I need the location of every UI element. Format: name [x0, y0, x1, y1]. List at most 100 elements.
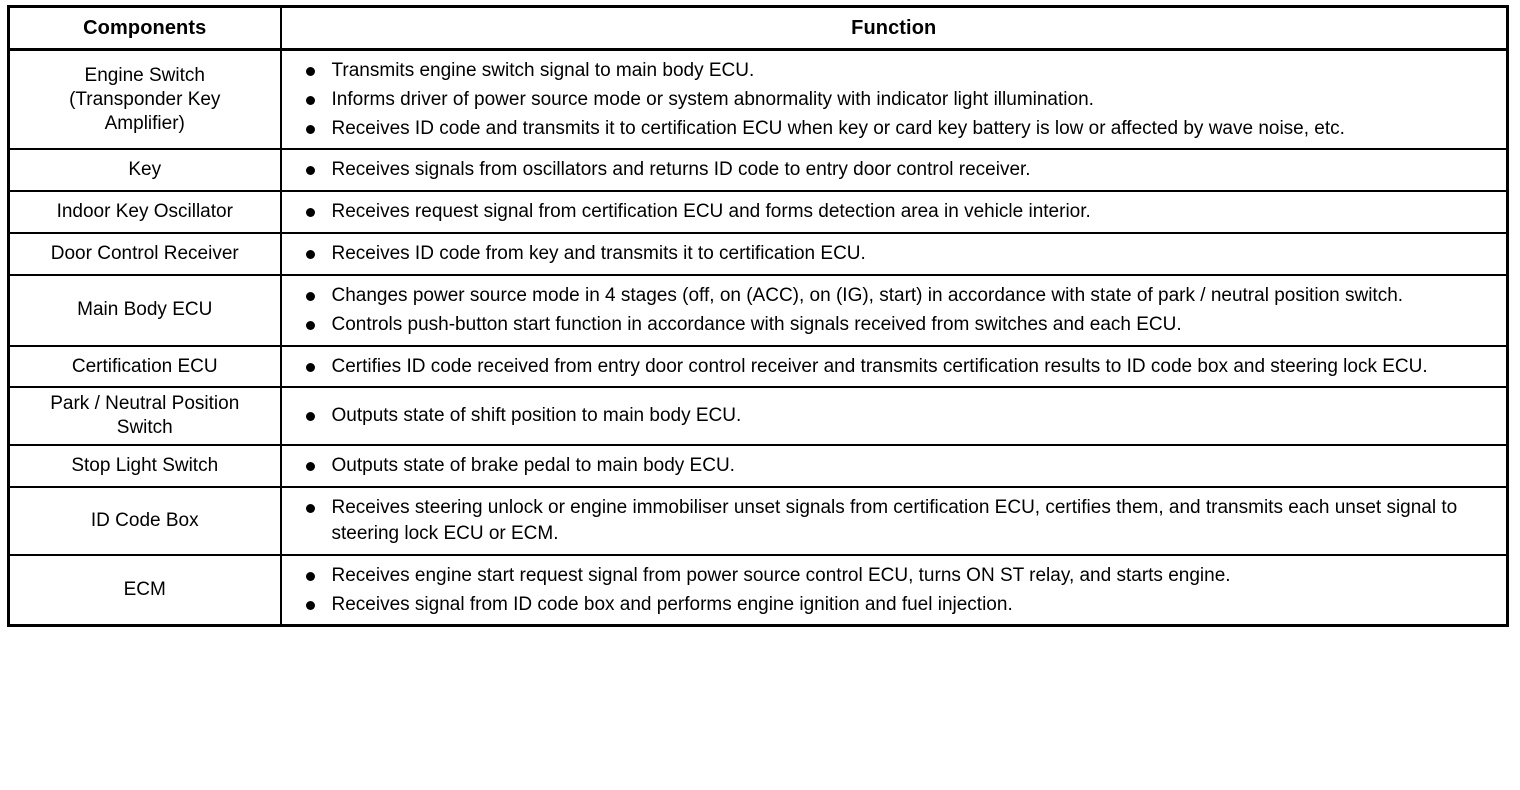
function-text: Outputs state of brake pedal to main bod…: [331, 455, 735, 477]
component-cell: ECM: [8, 554, 282, 626]
component-label: Switch: [116, 417, 173, 439]
function-list: Certifies ID code received from entry do…: [304, 354, 1497, 380]
function-list: Receives steering unlock or engine immob…: [304, 495, 1497, 547]
function-list-item: Changes power source mode in 4 stages (o…: [304, 283, 1497, 309]
component-label: Main Body ECU: [77, 299, 213, 321]
bullet-icon: [305, 504, 315, 514]
bullet-icon: [305, 600, 315, 610]
function-list: Receives ID code from key and transmits …: [304, 241, 1497, 267]
function-cell: Receives request signal from certificati…: [280, 191, 1508, 235]
table-header: Components Function: [8, 6, 1508, 51]
function-text: Receives ID code and transmits it to cer…: [331, 117, 1345, 139]
function-text: Receives engine start request signal fro…: [331, 564, 1231, 586]
function-list-item: Receives request signal from certificati…: [304, 199, 1497, 225]
function-list: Receives signals from oscillators and re…: [304, 157, 1497, 183]
bullet-icon: [305, 208, 315, 218]
function-list-item: Receives signals from oscillators and re…: [304, 157, 1497, 183]
component-cell: Key: [8, 149, 282, 193]
component-label: (Transponder Key: [69, 88, 221, 110]
bullet-icon: [305, 124, 315, 134]
table-row: Stop Light Switch Outputs state of brake …: [8, 445, 1508, 489]
function-list: Transmits engine switch signal to main b…: [304, 58, 1497, 141]
function-cell: Outputs state of brake pedal to main bod…: [280, 445, 1508, 489]
function-list-item: Receives engine start request signal fro…: [304, 563, 1497, 589]
function-text: Informs driver of power source mode or s…: [331, 88, 1094, 110]
function-text: Receives signals from oscillators and re…: [331, 159, 1031, 181]
function-list-item: Informs driver of power source mode or s…: [304, 87, 1497, 113]
function-list-item: Certifies ID code received from entry do…: [304, 354, 1497, 380]
function-text: Outputs state of shift position to main …: [331, 405, 742, 427]
function-text: Receives steering unlock or engine immob…: [331, 497, 1458, 544]
bullet-icon: [305, 291, 315, 301]
column-header-function: Function: [280, 6, 1508, 51]
function-list: Receives request signal from certificati…: [304, 199, 1497, 225]
function-list-item: Receives ID code from key and transmits …: [304, 241, 1497, 267]
component-cell: ID Code Box: [8, 487, 282, 556]
function-list-item: Controls push-button start function in a…: [304, 312, 1497, 338]
bullet-icon: [305, 166, 315, 176]
components-function-table: Components Function Engine Switch(Transp…: [7, 5, 1509, 628]
function-list-item: Receives steering unlock or engine immob…: [304, 495, 1497, 547]
table-row: Main Body ECU Changes power source mode i…: [8, 274, 1508, 347]
table-row: Door Control Receiver Receives ID code fr…: [8, 233, 1508, 276]
component-label: Amplifier): [104, 112, 185, 134]
table-row: ECM Receives engine start request signal …: [8, 554, 1508, 626]
component-cell: Indoor Key Oscillator: [8, 191, 282, 235]
column-header-components: Components: [8, 6, 282, 51]
function-text: Receives signal from ID code box and per…: [331, 593, 1013, 615]
component-label: Key: [128, 159, 162, 181]
component-label: Door Control Receiver: [50, 243, 239, 265]
table-row: Certification ECU Certifies ID code recei…: [8, 345, 1508, 389]
function-cell: Certifies ID code received from entry do…: [280, 345, 1508, 389]
function-text: Transmits engine switch signal to main b…: [331, 60, 755, 81]
component-label: ID Code Box: [90, 510, 199, 532]
function-text: Controls push-button start function in a…: [331, 313, 1182, 335]
function-text: Receives request signal from certificati…: [331, 201, 1091, 223]
component-cell: Door Control Receiver: [8, 233, 282, 276]
function-list-item: Outputs state of shift position to main …: [304, 403, 1497, 429]
component-cell: Stop Light Switch: [8, 445, 282, 489]
component-label: Park / Neutral Position: [50, 393, 240, 415]
bullet-icon: [305, 320, 315, 330]
component-label: Engine Switch: [84, 64, 205, 86]
component-label: Certification ECU: [71, 355, 218, 377]
function-list-item: Transmits engine switch signal to main b…: [304, 58, 1497, 84]
bullet-icon: [305, 571, 315, 581]
function-cell: Receives ID code from key and transmits …: [280, 233, 1508, 276]
function-list: Outputs state of shift position to main …: [304, 403, 1497, 429]
header-row: Components Function: [8, 6, 1508, 51]
function-cell: Changes power source mode in 4 stages (o…: [280, 274, 1508, 347]
table-row: Key Receives signals from oscillators and…: [8, 149, 1508, 193]
function-cell: Receives engine start request signal fro…: [281, 555, 1508, 626]
function-list-item: Outputs state of brake pedal to main bod…: [304, 453, 1497, 479]
function-cell: Outputs state of shift position to main …: [280, 387, 1508, 447]
function-list: Receives engine start request signal fro…: [304, 563, 1497, 618]
function-cell: Transmits engine switch signal to main b…: [280, 49, 1508, 151]
function-text: Certifies ID code received from entry do…: [331, 355, 1428, 377]
bullet-icon: [305, 412, 315, 422]
table-row: Indoor Key Oscillator Receives request si…: [8, 191, 1508, 235]
component-cell: Certification ECU: [8, 345, 282, 389]
component-cell: Main Body ECU: [8, 274, 282, 347]
bullet-icon: [305, 250, 315, 260]
bullet-icon: [305, 462, 315, 472]
component-label: Stop Light Switch: [71, 455, 219, 477]
bullet-icon: [305, 67, 315, 76]
function-list-item: Receives signal from ID code box and per…: [304, 592, 1497, 618]
component-label: Indoor Key Oscillator: [56, 201, 233, 223]
function-text: Receives ID code from key and transmits …: [331, 243, 866, 265]
bullet-icon: [305, 362, 315, 372]
function-list-item: Receives ID code and transmits it to cer…: [304, 116, 1497, 142]
function-list: Outputs state of brake pedal to main bod…: [304, 453, 1497, 479]
bullet-icon: [305, 95, 315, 105]
function-cell: Receives steering unlock or engine immob…: [280, 487, 1508, 556]
function-list: Changes power source mode in 4 stages (o…: [304, 283, 1497, 338]
function-cell: Receives signals from oscillators and re…: [280, 149, 1508, 193]
function-text: Changes power source mode in 4 stages (o…: [331, 284, 1404, 306]
